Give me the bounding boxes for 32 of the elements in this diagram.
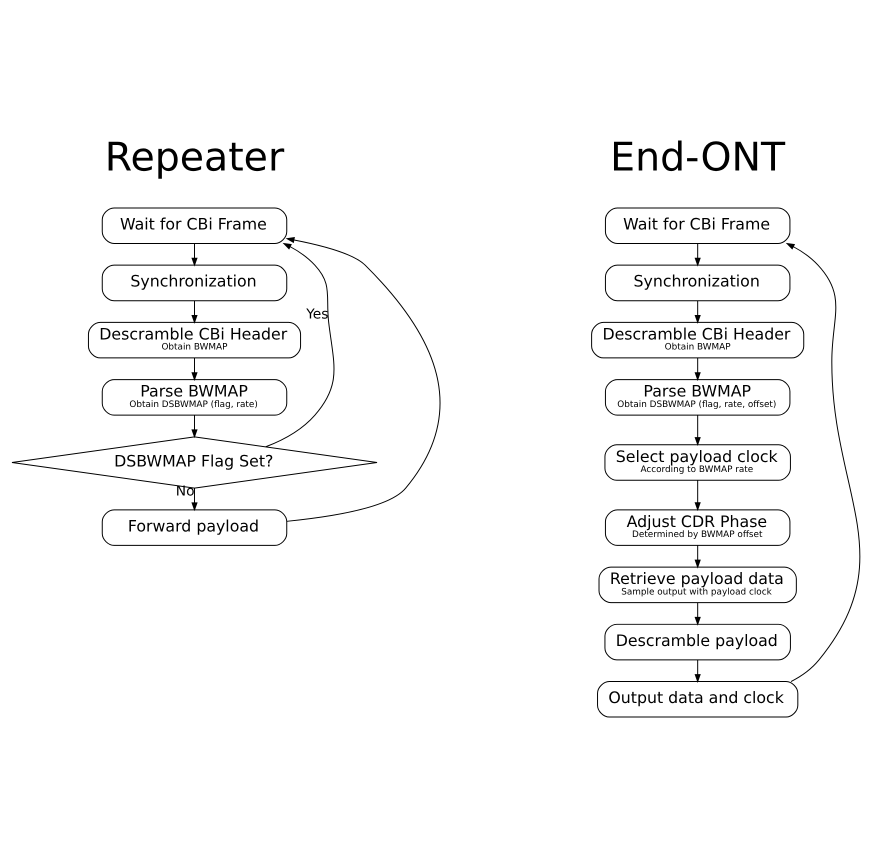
node-box: Synchronization — [604, 264, 790, 301]
node-box: Parse BWMAP Obtain DSBWMAP (flag, rate) — [102, 378, 288, 416]
node-box: Adjust CDR Phase Determined by BWMAP offset — [604, 508, 790, 546]
arrow — [191, 414, 198, 438]
label: End-ONT — [610, 134, 786, 180]
arrow — [694, 658, 701, 683]
node-box: Descramble payload — [604, 623, 791, 660]
arrow — [191, 300, 198, 324]
arrow — [786, 242, 860, 682]
node-box: Retrieve payload data Sample output with payload clock — [598, 566, 797, 603]
arrow — [694, 544, 701, 568]
arrow — [694, 602, 701, 626]
arrow — [191, 357, 198, 381]
arrow — [191, 487, 198, 511]
node-box: Synchronization — [102, 264, 288, 301]
arrow — [286, 236, 440, 522]
node-box: Descramble CBi Header Obtain BWMAP — [88, 321, 302, 358]
arrow — [191, 242, 198, 266]
arrow — [694, 414, 701, 446]
arrow — [694, 300, 701, 324]
node-box: Forward payload — [102, 508, 288, 546]
node-box: Wait for CBi Frame — [102, 206, 288, 244]
label: Repeater — [104, 134, 284, 180]
node-box: Output data and clock — [597, 680, 798, 718]
arrow — [694, 357, 701, 381]
node-box: Select payload clock According to BWMAP rate — [604, 444, 791, 480]
node-box: Wait for CBi Frame — [604, 206, 790, 244]
arrow — [265, 242, 334, 447]
node-box: Descramble CBi Header Obtain BWMAP — [591, 321, 804, 358]
arrow — [694, 479, 701, 511]
arrow — [694, 242, 701, 266]
node-box: Parse BWMAP Obtain DSBWMAP (flag, rate, offset) — [604, 378, 790, 416]
